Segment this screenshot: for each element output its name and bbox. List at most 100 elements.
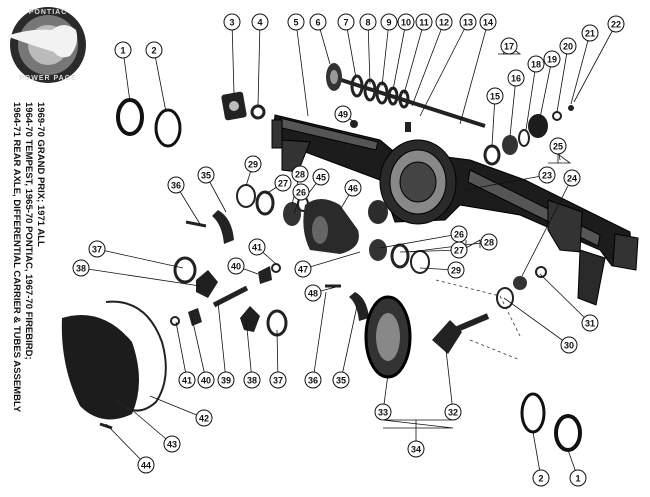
callout-40: 40 xyxy=(197,371,215,389)
logo-bottom-text: POWER PAGE xyxy=(19,75,77,82)
ring-27a xyxy=(255,190,275,216)
callout-circle xyxy=(538,166,556,184)
washer-41 xyxy=(271,263,281,273)
callout-circle xyxy=(459,13,477,31)
cross-shaft-39 xyxy=(212,285,249,308)
callout-circle xyxy=(72,259,90,277)
bearing-16 xyxy=(502,135,518,155)
callout-circle xyxy=(274,174,292,192)
callout-47: 47 xyxy=(294,260,312,278)
callout-14: 14 xyxy=(479,13,497,31)
side-gear-38a xyxy=(196,270,218,298)
callout-number: 8 xyxy=(365,18,370,28)
callout-circle xyxy=(197,371,215,389)
callout-circle xyxy=(332,371,350,389)
callout-26: 26 xyxy=(450,225,468,243)
callout-15: 15 xyxy=(486,87,504,105)
callout-number: 10 xyxy=(401,18,411,28)
callout-circle xyxy=(163,435,181,453)
callout-36: 36 xyxy=(167,176,185,194)
callout-number: 45 xyxy=(316,173,326,183)
callout-circle xyxy=(563,169,581,187)
callout-2: 2 xyxy=(145,41,163,59)
callout-circle xyxy=(248,238,266,256)
callout-circle xyxy=(137,456,155,474)
washer-31 xyxy=(535,266,547,278)
callout-38: 38 xyxy=(72,259,90,277)
gasket-2b xyxy=(520,392,546,434)
callout-10: 10 xyxy=(397,13,415,31)
callout-circle xyxy=(287,13,305,31)
leader-line xyxy=(379,233,460,249)
washer-37a xyxy=(173,256,197,284)
leader-line xyxy=(295,21,309,117)
callout-11: 11 xyxy=(415,13,433,31)
callout-circle xyxy=(581,314,599,332)
bracket-line xyxy=(465,239,481,249)
callout-29: 29 xyxy=(244,155,262,173)
leader-line xyxy=(80,267,201,287)
cap-35b xyxy=(349,292,369,321)
logo-top-text: PONTIAC xyxy=(29,9,68,16)
callout-16: 16 xyxy=(507,69,525,87)
callout-number: 35 xyxy=(201,171,211,181)
callout-circle xyxy=(581,24,599,42)
callout-number: 40 xyxy=(231,262,241,272)
callout-number: 41 xyxy=(252,243,262,253)
callout-circle xyxy=(559,37,577,55)
callout-number: 27 xyxy=(278,179,288,189)
callout-circle xyxy=(244,155,262,173)
leader-line xyxy=(525,63,537,131)
callout-circle xyxy=(292,183,310,201)
leader-line xyxy=(131,409,173,445)
outer-seal-1b xyxy=(554,414,582,452)
callout-number: 6 xyxy=(315,18,320,28)
callout-34: 34 xyxy=(407,440,425,458)
pinion-gear-40b xyxy=(188,308,202,326)
callout-circle xyxy=(114,41,132,59)
callout-number: 46 xyxy=(348,184,358,194)
callout-circle xyxy=(145,41,163,59)
leader-line xyxy=(345,21,357,79)
guide-lines xyxy=(435,279,521,361)
bracket-line xyxy=(548,153,572,164)
callout-number: 26 xyxy=(296,188,306,198)
diagram-caption: 1964-71 REAR AXLE, DIFFERENTIAL CARRIER … xyxy=(11,102,46,413)
callout-number: 36 xyxy=(308,376,318,386)
callout-number: 11 xyxy=(419,18,429,28)
leader-line xyxy=(302,251,361,270)
callout-41: 41 xyxy=(248,238,266,256)
callout-circle xyxy=(450,241,468,259)
callout-circle xyxy=(197,166,215,184)
leader-line xyxy=(175,321,188,381)
leader-line xyxy=(539,273,591,324)
axle-shaft xyxy=(326,63,486,128)
callout-circle xyxy=(549,137,567,155)
carrier-46 xyxy=(303,199,359,254)
callout-circle xyxy=(486,87,504,105)
callout-circle xyxy=(304,284,322,302)
callout-number: 7 xyxy=(343,18,348,28)
callout-circle xyxy=(344,179,362,197)
callout-number: 31 xyxy=(585,319,595,329)
leader-line xyxy=(257,21,261,107)
callout-number: 17 xyxy=(504,42,514,52)
callout-41: 41 xyxy=(178,371,196,389)
callout-circle xyxy=(607,15,625,33)
callout-circle xyxy=(569,469,587,487)
callout-number: 3 xyxy=(229,18,234,28)
callout-19: 19 xyxy=(543,50,561,68)
leader-line xyxy=(367,21,371,85)
leader-line xyxy=(245,317,253,381)
callout-28: 28 xyxy=(291,165,309,183)
leader-line xyxy=(573,23,617,103)
callout-number: 39 xyxy=(221,376,231,386)
cover-43 xyxy=(61,315,139,420)
callout-circle xyxy=(251,13,269,31)
callout-number: 42 xyxy=(199,414,209,424)
callout-number: 25 xyxy=(553,142,563,152)
callout-30: 30 xyxy=(560,336,578,354)
callout-32: 32 xyxy=(444,403,462,421)
callout-circle xyxy=(88,240,106,258)
bearing-24 xyxy=(513,276,527,290)
